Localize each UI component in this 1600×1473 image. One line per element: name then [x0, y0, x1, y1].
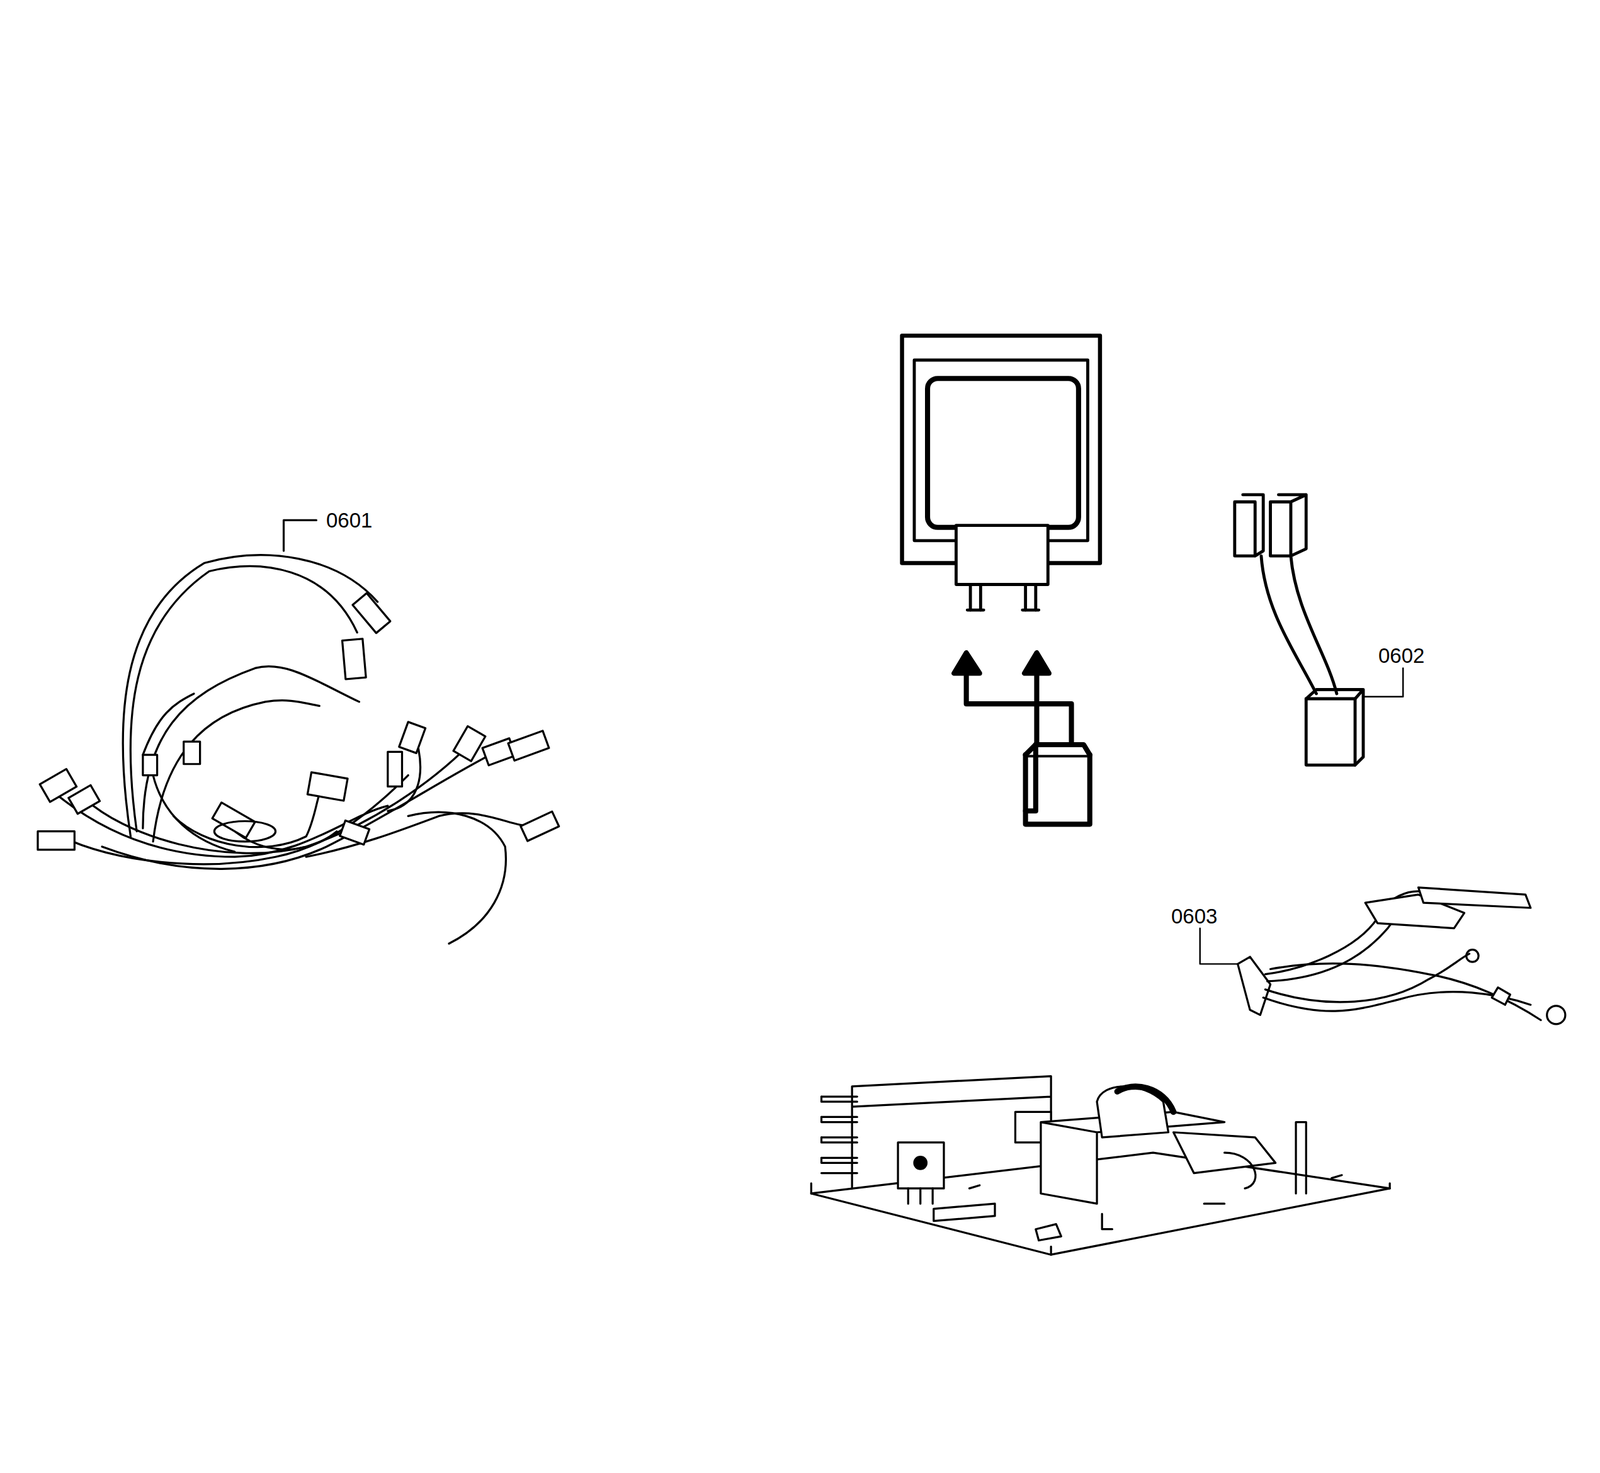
wire-harness: [1200, 887, 1566, 1025]
wire-harness: [37, 520, 560, 944]
callout-number: 0602: [1377, 644, 1426, 667]
leader-line: [1200, 928, 1238, 965]
wire-lead: [1234, 494, 1403, 766]
callout-number: 0601: [324, 509, 374, 532]
leader-line: [283, 520, 317, 551]
leader-line: [1363, 668, 1403, 697]
callout-number: 0603: [1169, 905, 1219, 928]
connector-arrow: [953, 652, 1090, 825]
circuit-board: [811, 1076, 1390, 1256]
magnetron: [902, 335, 1101, 611]
